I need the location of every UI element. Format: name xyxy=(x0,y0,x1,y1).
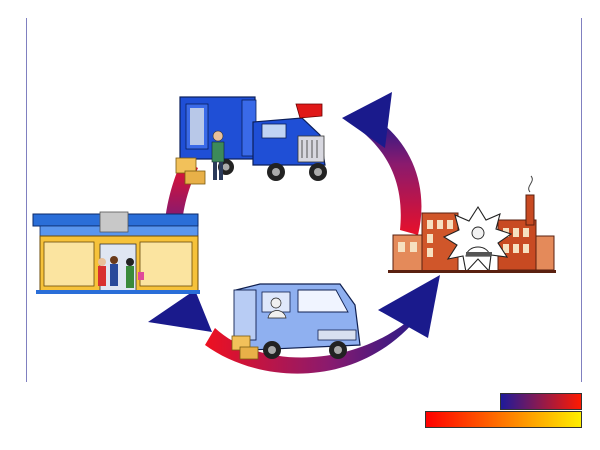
arrow-head-factory xyxy=(378,275,440,338)
arrow-head-truck xyxy=(342,92,392,148)
right-rule xyxy=(581,18,582,382)
left-rule xyxy=(26,18,27,382)
gradient-bar-top xyxy=(500,393,582,410)
gradient-bar-bottom xyxy=(425,411,582,428)
arrow-band-right xyxy=(360,116,422,235)
arrow-band-bottom xyxy=(205,300,430,374)
semi-truck-icon xyxy=(175,96,327,185)
arrow-head-van xyxy=(148,290,212,332)
delivery-van-icon xyxy=(231,283,361,360)
retail-store-icon xyxy=(32,211,200,294)
factory-icon xyxy=(388,175,556,274)
